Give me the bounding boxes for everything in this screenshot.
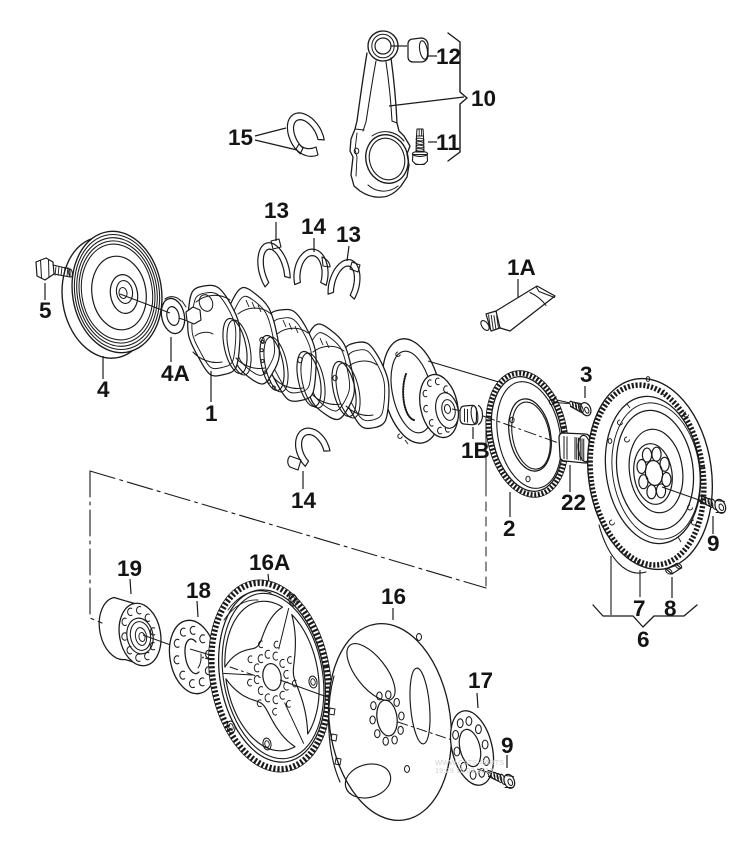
- svg-text:18: 18: [186, 578, 211, 603]
- svg-text:3: 3: [580, 362, 593, 387]
- svg-text:WWW.CATS-PARTS: WWW.CATS-PARTS: [435, 758, 504, 767]
- svg-text:14: 14: [301, 214, 327, 239]
- svg-text:9: 9: [707, 531, 720, 556]
- svg-text:2: 2: [503, 516, 516, 541]
- svg-text:19: 19: [117, 556, 142, 581]
- svg-text:7: 7: [633, 596, 646, 621]
- svg-text:4A: 4A: [161, 361, 190, 386]
- svg-text:17: 17: [468, 668, 493, 693]
- svg-text:14: 14: [291, 488, 317, 513]
- svg-text:12: 12: [436, 44, 461, 69]
- svg-text:1B: 1B: [461, 438, 490, 463]
- svg-text:15: 15: [228, 125, 253, 150]
- svg-text:19:29 15.03.2013: 19:29 15.03.2013: [435, 766, 493, 775]
- svg-text:1: 1: [205, 401, 218, 426]
- svg-text:22: 22: [561, 490, 586, 515]
- svg-text:13: 13: [336, 222, 361, 247]
- svg-text:8: 8: [664, 596, 677, 621]
- svg-text:4: 4: [97, 377, 110, 402]
- svg-text:11: 11: [436, 130, 460, 155]
- svg-text:5: 5: [39, 298, 52, 323]
- svg-text:6: 6: [637, 627, 650, 652]
- svg-text:16A: 16A: [249, 550, 290, 575]
- svg-text:10: 10: [471, 86, 496, 111]
- svg-text:9: 9: [501, 733, 514, 758]
- svg-text:13: 13: [264, 198, 289, 223]
- svg-text:16: 16: [381, 584, 406, 609]
- svg-text:1A: 1A: [507, 255, 536, 280]
